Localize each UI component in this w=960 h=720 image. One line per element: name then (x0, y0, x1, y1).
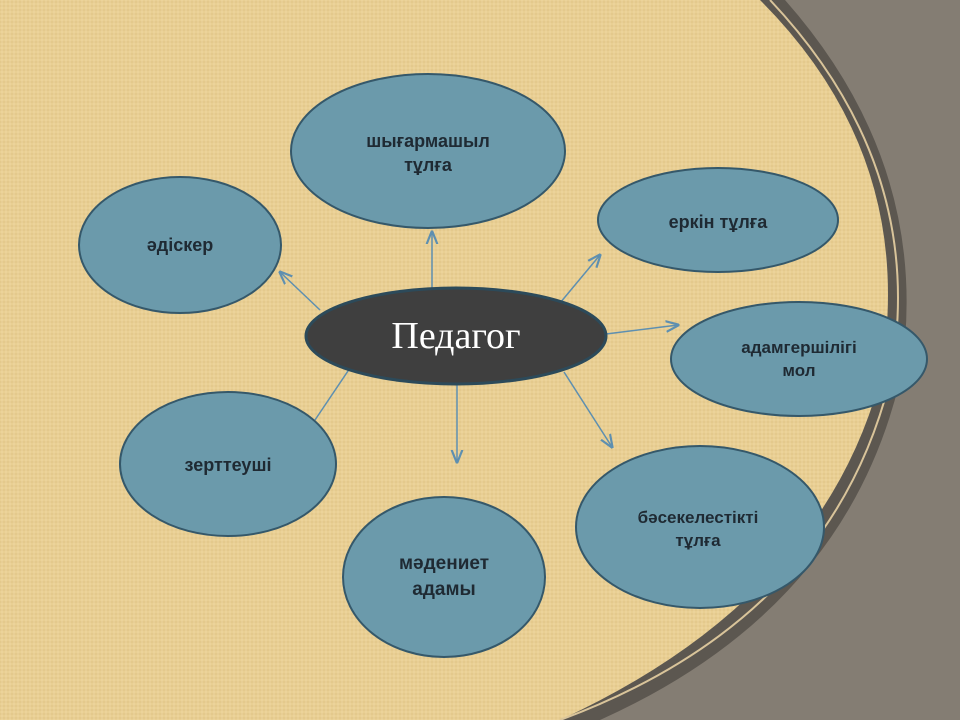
arrow-to-researcher (314, 367, 351, 421)
node-free (597, 167, 839, 273)
node-label-creative: шығармашыл тұлға (366, 130, 490, 175)
node-label-methodist: әдіскер (146, 234, 214, 255)
arrows (280, 232, 678, 462)
arrow-to-competitive (563, 371, 612, 447)
node-creative (290, 73, 566, 229)
arrow-to-free (559, 255, 600, 304)
node-label-free: еркін тұлға (668, 211, 768, 232)
node-researcher (119, 391, 337, 537)
center-label: Педагог (391, 315, 521, 357)
node-humane (670, 301, 928, 417)
node-methodist (78, 176, 282, 314)
node-label-cultured: мәдениет адамы (398, 553, 490, 600)
node-label-competitive: бәсекелестікті тұлға (637, 508, 759, 550)
node-cultured (342, 496, 546, 658)
arrow-to-methodist (280, 272, 321, 311)
node-competitive (575, 445, 825, 609)
node-label-humane: адамгершілігі мол (741, 338, 857, 380)
arrow-to-humane (605, 325, 678, 335)
frame-light-band (600, 0, 960, 720)
node-label-researcher: зерттеуші (184, 454, 272, 475)
center-node (304, 286, 608, 386)
nodes (78, 73, 928, 658)
